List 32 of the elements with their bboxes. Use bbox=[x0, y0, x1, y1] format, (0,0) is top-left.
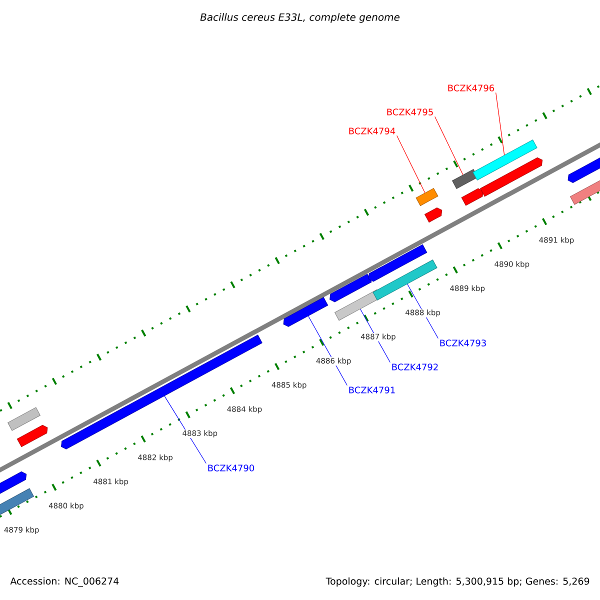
title: Bacillus cereus E33L, complete genome bbox=[200, 13, 400, 23]
gene-glyph bbox=[416, 188, 438, 206]
leader-line bbox=[308, 316, 348, 386]
gene-glyph bbox=[16, 424, 48, 448]
gene-glyph bbox=[568, 157, 600, 183]
gene-label: BCZK4790 bbox=[208, 464, 254, 472]
gene-glyph bbox=[283, 297, 328, 327]
gene-glyph bbox=[0, 471, 27, 495]
leader-line bbox=[164, 396, 206, 464]
gene-glyph bbox=[0, 488, 34, 516]
footer-text: Accession: NC_006274 bbox=[10, 577, 119, 587]
gene-glyph bbox=[372, 260, 438, 300]
gene-glyph bbox=[461, 188, 484, 206]
leader-line bbox=[434, 116, 464, 176]
leader-line bbox=[396, 135, 426, 194]
gene-label: BCZK4795 bbox=[387, 108, 433, 116]
gene-label: BCZK4793 bbox=[440, 340, 486, 346]
gene-glyph bbox=[472, 140, 538, 180]
gene-glyph bbox=[61, 334, 262, 450]
leader-line bbox=[496, 92, 505, 156]
gene-glyph bbox=[8, 407, 40, 431]
gene-glyph bbox=[480, 157, 543, 197]
footer-text: Topology: circular; Length: 5,300,915 bp; Genes: 5,269 bbox=[326, 577, 590, 587]
gene-label: BCZK4791 bbox=[349, 386, 395, 394]
gene-label: BCZK4796 bbox=[448, 84, 494, 92]
gene-glyph bbox=[424, 208, 442, 222]
gene-label: BCZK4794 bbox=[349, 128, 396, 134]
gene-glyph bbox=[570, 177, 600, 205]
gene-glyph bbox=[330, 274, 372, 302]
gene-label: BCZK4792 bbox=[392, 364, 438, 370]
gene-glyph bbox=[452, 169, 478, 189]
gene-glyph bbox=[368, 244, 428, 282]
